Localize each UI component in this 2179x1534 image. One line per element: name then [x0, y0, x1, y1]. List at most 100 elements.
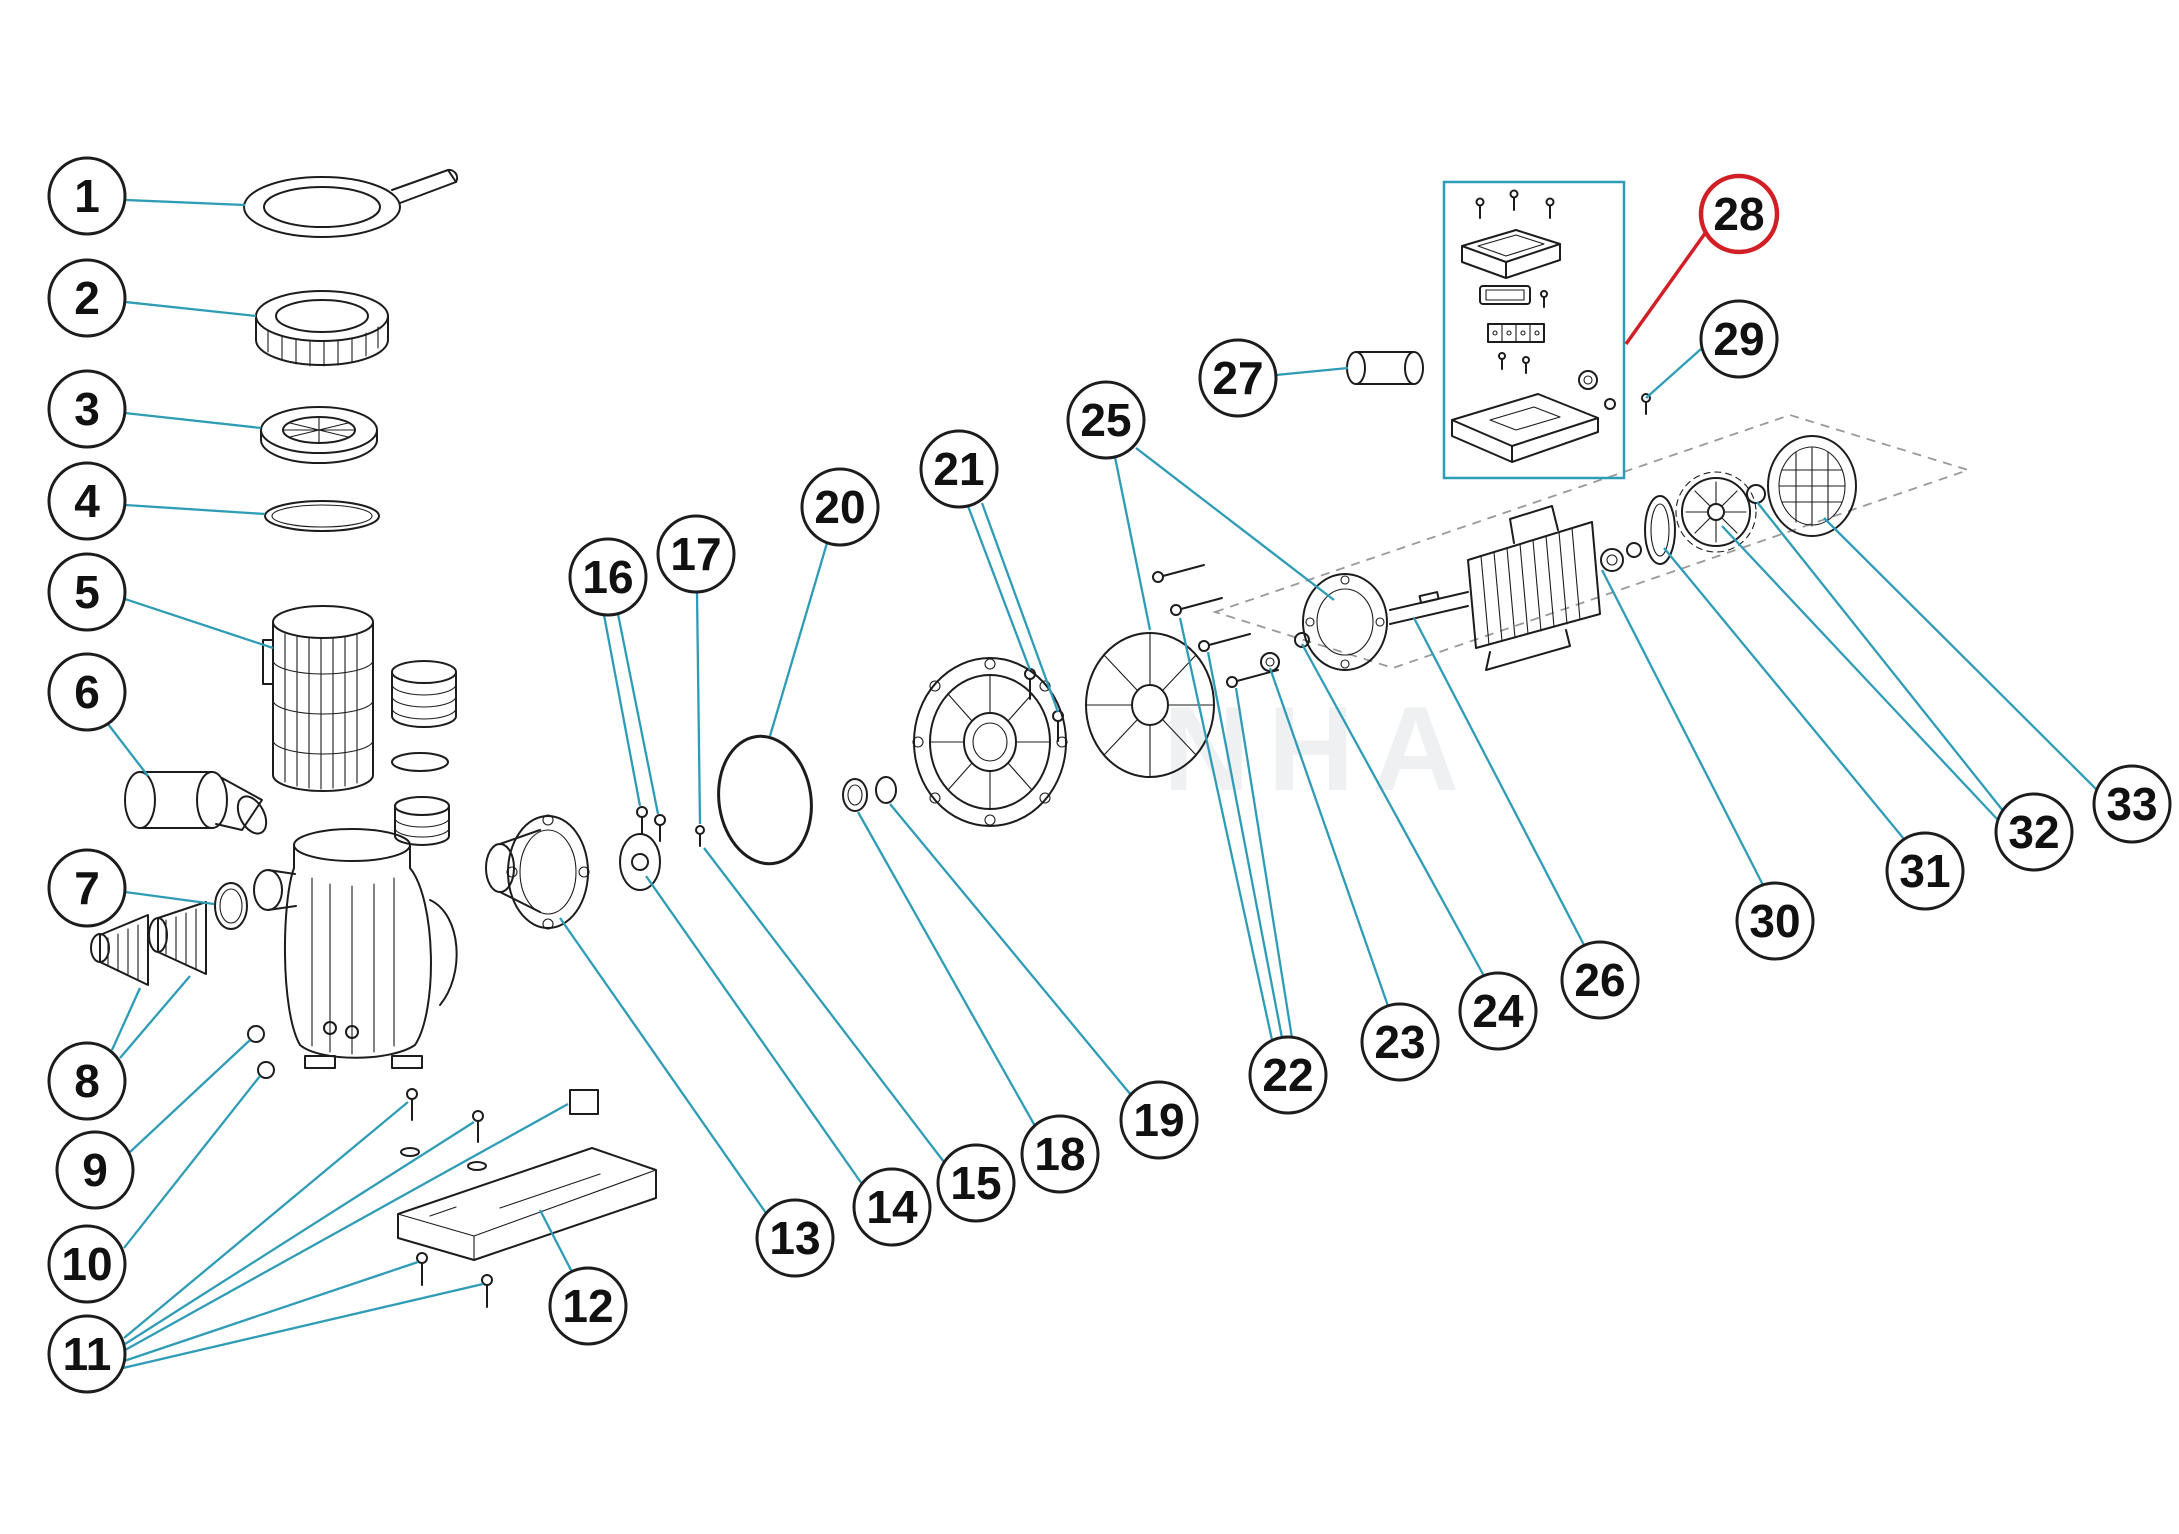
callout-number-2: 2 — [74, 272, 100, 324]
leader-line-2 — [124, 300, 257, 318]
callout-circle-27 — [1198, 338, 1278, 418]
callout-number-30: 30 — [1749, 895, 1800, 947]
callout-circle-7 — [47, 848, 127, 928]
leader-line-15 — [703, 847, 945, 1163]
callout-circle-29 — [1699, 299, 1779, 379]
leader-line-20 — [768, 542, 829, 737]
part-3-lid-drawing — [260, 406, 378, 464]
electrical-box-drawing — [1442, 180, 1626, 480]
callout-circle-10 — [47, 1224, 127, 1304]
part-4-oring-drawing — [264, 500, 380, 532]
callout-number-27: 27 — [1212, 352, 1263, 404]
callout-number-12: 12 — [562, 1280, 613, 1332]
callout-21: 21 — [919, 429, 999, 509]
callout-circle-25 — [1066, 380, 1146, 460]
callout-16: 16 — [568, 537, 648, 617]
leader-line-4 — [124, 503, 266, 516]
part-7-oring-drawing — [214, 882, 248, 930]
callout-number-22: 22 — [1262, 1049, 1313, 1101]
callout-6: 6 — [47, 652, 127, 732]
leader-line-5 — [124, 597, 274, 650]
callout-19: 19 — [1119, 1080, 1199, 1160]
pump-body-drawing — [247, 828, 458, 1079]
callout-number-18: 18 — [1034, 1128, 1085, 1180]
callout-circle-3 — [47, 369, 127, 449]
leader-line-24 — [1300, 643, 1486, 977]
leader-line-19 — [889, 803, 1132, 1096]
callout-10: 10 — [47, 1224, 127, 1304]
leader-line-21 — [980, 502, 1060, 713]
callout-15: 15 — [936, 1143, 1016, 1223]
motor-drawing — [1302, 505, 1601, 671]
part-18-19-seals-drawing — [842, 776, 897, 812]
callout-number-10: 10 — [61, 1238, 112, 1290]
callout-18: 18 — [1020, 1114, 1100, 1194]
callout-3: 3 — [47, 369, 127, 449]
leader-line-7 — [124, 890, 215, 906]
leader-line-11 — [124, 1121, 475, 1345]
callout-circle-9 — [55, 1130, 135, 1210]
callout-27: 27 — [1198, 338, 1278, 418]
leader-line-14 — [645, 875, 863, 1185]
callout-11: 11 — [47, 1314, 127, 1394]
callout-31: 31 — [1885, 831, 1965, 911]
callout-circle-1 — [47, 156, 127, 236]
watermark: NHA — [1163, 682, 1477, 816]
leader-line-21 — [966, 505, 1032, 671]
callout-circle-12 — [548, 1266, 628, 1346]
leader-line-27 — [1275, 366, 1349, 377]
callout-26: 26 — [1560, 940, 1640, 1020]
parts-illustration — [90, 168, 1857, 1308]
callout-13: 13 — [755, 1198, 835, 1278]
part-11-fasteners-drawing — [400, 1088, 599, 1308]
callout-number-15: 15 — [950, 1157, 1001, 1209]
callout-circle-19 — [1119, 1080, 1199, 1160]
callout-number-26: 26 — [1574, 954, 1625, 1006]
callout-number-5: 5 — [74, 566, 100, 618]
motor-rear-parts-drawing — [1600, 435, 1857, 572]
callout-32: 32 — [1994, 792, 2074, 872]
leader-line-28 — [1624, 230, 1708, 346]
callout-number-13: 13 — [769, 1212, 820, 1264]
callout-number-7: 7 — [74, 862, 100, 914]
leader-line-9 — [129, 1039, 251, 1153]
callout-17: 17 — [656, 514, 736, 594]
leader-line-22 — [1206, 651, 1284, 1039]
callout-23: 23 — [1360, 1002, 1440, 1082]
callout-number-24: 24 — [1472, 985, 1524, 1037]
callout-circle-28 — [1698, 173, 1780, 255]
part-16-17-screws-drawing — [636, 806, 705, 847]
leader-line-11 — [124, 1102, 569, 1352]
part-5-basket-drawing — [262, 605, 457, 846]
callout-circle-33 — [2092, 764, 2172, 844]
leader-line-16 — [616, 613, 660, 815]
callout-number-9: 9 — [82, 1144, 108, 1196]
part-13-bracket-drawing — [485, 814, 661, 930]
callout-30: 30 — [1735, 881, 1815, 961]
callout-circle-4 — [47, 461, 127, 541]
callout-circle-32 — [1994, 792, 2074, 872]
leader-line-32 — [1721, 525, 1999, 821]
callout-7: 7 — [47, 848, 127, 928]
leader-line-11 — [122, 1282, 484, 1370]
callout-number-3: 3 — [74, 383, 100, 435]
callout-number-14: 14 — [866, 1181, 918, 1233]
part-10-plug-drawing — [257, 1061, 275, 1079]
callout-circle-16 — [568, 537, 648, 617]
leader-line-23 — [1268, 667, 1390, 1007]
callout-9: 9 — [55, 1130, 135, 1210]
part-6-elbow-drawing — [124, 771, 268, 835]
callout-number-21: 21 — [933, 443, 984, 495]
leader-line-31 — [1663, 547, 1905, 840]
callout-circle-22 — [1248, 1035, 1328, 1115]
leader-line-8 — [110, 987, 142, 1051]
callout-circle-18 — [1020, 1114, 1100, 1194]
part-32-fan-drawing — [1675, 471, 1757, 553]
callout-24: 24 — [1458, 971, 1538, 1051]
callout-number-32: 32 — [2008, 806, 2059, 858]
callout-number-1: 1 — [74, 170, 100, 222]
callout-circle-15 — [936, 1143, 1016, 1223]
callout-circle-14 — [852, 1167, 932, 1247]
